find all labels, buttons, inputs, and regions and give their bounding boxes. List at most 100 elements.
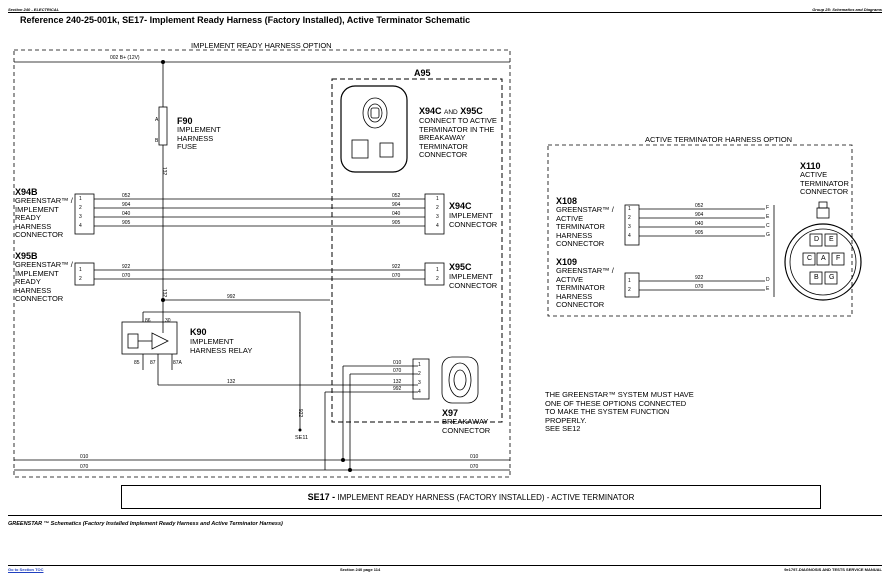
x94b-pin: 2 xyxy=(79,205,82,211)
x95c-description: IMPLEMENT CONNECTOR xyxy=(449,272,498,290)
wire-label-vertical: 132 xyxy=(161,166,168,176)
title-text: IMPLEMENT READY HARNESS (FACTORY INSTALL… xyxy=(337,493,635,502)
x110-cavity: A xyxy=(821,255,826,262)
x97-pin: 2 xyxy=(418,371,421,377)
se11-reference: SE11 xyxy=(295,435,309,441)
wire-label: 070 xyxy=(392,273,401,279)
x108-description: GREENSTAR™ / ACTIVE TERMINATOR HARNESS C… xyxy=(556,205,614,248)
bottom-rule xyxy=(8,565,882,566)
x97-pin: 4 xyxy=(418,389,421,395)
wire-label: 905 xyxy=(122,220,131,226)
wire-label: 070 xyxy=(393,368,402,374)
figure-caption: GREENSTAR ™ Schematics (Factory Installe… xyxy=(8,521,283,527)
x97-id: X97 xyxy=(442,408,459,418)
k90-pin: 87 xyxy=(150,360,156,366)
x109-pin: 2 xyxy=(628,287,631,293)
wire-label: 922 xyxy=(695,275,704,281)
wire-label: 070 xyxy=(695,284,704,290)
system-note: THE GREENSTAR™ SYSTEM MUST HAVE ONE OF T… xyxy=(545,390,694,433)
implement-ready-option-label: IMPLEMENT READY HARNESS OPTION xyxy=(191,41,332,50)
k90-pin: 85 xyxy=(134,360,140,366)
footer-rule xyxy=(8,515,882,516)
wire-label: 010 xyxy=(470,454,479,460)
wire-label: 010 xyxy=(80,454,89,460)
k90-id: K90 xyxy=(190,327,207,337)
section-toc-link[interactable]: Go to Section TOC xyxy=(8,567,44,572)
wire-label: 922 xyxy=(122,264,131,270)
x108-id: X108 xyxy=(556,196,578,206)
f90-pin-a: A xyxy=(155,117,159,123)
x110-cavity: C xyxy=(807,255,813,262)
x109-pin: 1 xyxy=(628,278,631,284)
x108-pin: 2 xyxy=(628,215,631,221)
x94c-description: IMPLEMENT CONNECTOR xyxy=(449,211,498,229)
title-code: SE17 - xyxy=(307,492,336,502)
a95-label: A95 xyxy=(414,68,431,78)
wire-label: 040 xyxy=(122,211,131,217)
x110-id: X110 xyxy=(800,161,821,171)
x94b-pin: 4 xyxy=(79,223,82,229)
x94c-x95c-heading: X94C AND X95C xyxy=(419,106,483,116)
power-wire-label: 002 B+ (12V) xyxy=(110,55,140,61)
x110-cavity-letter: D xyxy=(766,277,770,283)
x108-pin: 1 xyxy=(628,206,631,212)
x95b-description: GREENSTAR™ / IMPLEMENT READY HARNESS CON… xyxy=(15,260,73,303)
x110-cavity-letter: C xyxy=(766,223,770,229)
x94b-pin: 1 xyxy=(79,196,82,202)
x94b-id: X94B xyxy=(15,187,38,197)
wire-label: 904 xyxy=(122,202,131,208)
wire-label: 904 xyxy=(695,212,704,218)
x108-pin: 3 xyxy=(628,224,631,230)
x97-pin: 3 xyxy=(418,380,421,386)
x94c-pin: 2 xyxy=(436,205,439,211)
x110-description: ACTIVE TERMINATOR CONNECTOR xyxy=(800,170,849,196)
wire-label: 052 xyxy=(392,193,401,199)
wire-label: 040 xyxy=(695,221,704,227)
x109-description: GREENSTAR™ / ACTIVE TERMINATOR HARNESS C… xyxy=(556,266,614,309)
reference-title: Reference 240-25-001k, SE17- Implement R… xyxy=(20,15,471,25)
wire-label: 052 xyxy=(695,203,704,209)
x94c-pin: 4 xyxy=(436,223,439,229)
x97-connector-illustration xyxy=(441,356,479,404)
x110-cavity: D xyxy=(814,236,820,243)
k90-pin: 86 xyxy=(145,318,151,324)
header-rule xyxy=(8,12,882,13)
x110-cavity: B xyxy=(814,274,819,281)
wire-label: 992 xyxy=(393,386,402,392)
x110-cavity-letter: F xyxy=(766,205,770,211)
page-number: Section 240 page 114 xyxy=(340,567,381,572)
wire-label: 905 xyxy=(392,220,401,226)
wire-label: 010 xyxy=(393,360,402,366)
x94c-pin: 3 xyxy=(436,214,439,220)
active-terminator-option-label: ACTIVE TERMINATOR HARNESS OPTION xyxy=(645,135,793,144)
k90-pin: 87A xyxy=(173,360,182,366)
x110-cavity-letter: G xyxy=(766,232,770,238)
schematic-title-block: SE17 - IMPLEMENT READY HARNESS (FACTORY … xyxy=(121,485,821,509)
x97-pin: 1 xyxy=(418,362,421,368)
x94b-description: GREENSTAR™ / IMPLEMENT READY HARNESS CON… xyxy=(15,196,73,239)
wire-label: 070 xyxy=(80,464,89,470)
x108-pin: 4 xyxy=(628,233,631,239)
wire-label: 040 xyxy=(392,211,401,217)
active-terminator-option-border xyxy=(547,144,853,317)
x110-cavity-letter: E xyxy=(766,286,770,292)
k90-pin: 30 xyxy=(165,318,171,324)
x94c-id: X94C xyxy=(449,201,472,211)
wire-label: 922 xyxy=(392,264,401,270)
x110-cavity: F xyxy=(836,255,841,262)
x97-description: BREAKAWAY CONNECTOR xyxy=(442,417,491,435)
x95b-pin: 1 xyxy=(79,267,82,273)
implement-ready-option-border xyxy=(13,49,511,478)
x110-cavity-letter: E xyxy=(766,214,770,220)
x95b-pin: 2 xyxy=(79,276,82,282)
wire-label-vertical: 922 xyxy=(297,408,304,418)
f90-id: F90 xyxy=(177,116,193,126)
x110-cavity: G xyxy=(829,274,835,281)
x110-connector-illustration xyxy=(784,201,862,301)
k90-description: IMPLEMENT HARNESS RELAY xyxy=(190,337,253,355)
f90-pin-b: B xyxy=(155,138,159,144)
wire-label: 052 xyxy=(122,193,131,199)
wire-label: 905 xyxy=(695,230,704,236)
section-header: Section 240 - ELECTRICAL xyxy=(8,7,60,12)
